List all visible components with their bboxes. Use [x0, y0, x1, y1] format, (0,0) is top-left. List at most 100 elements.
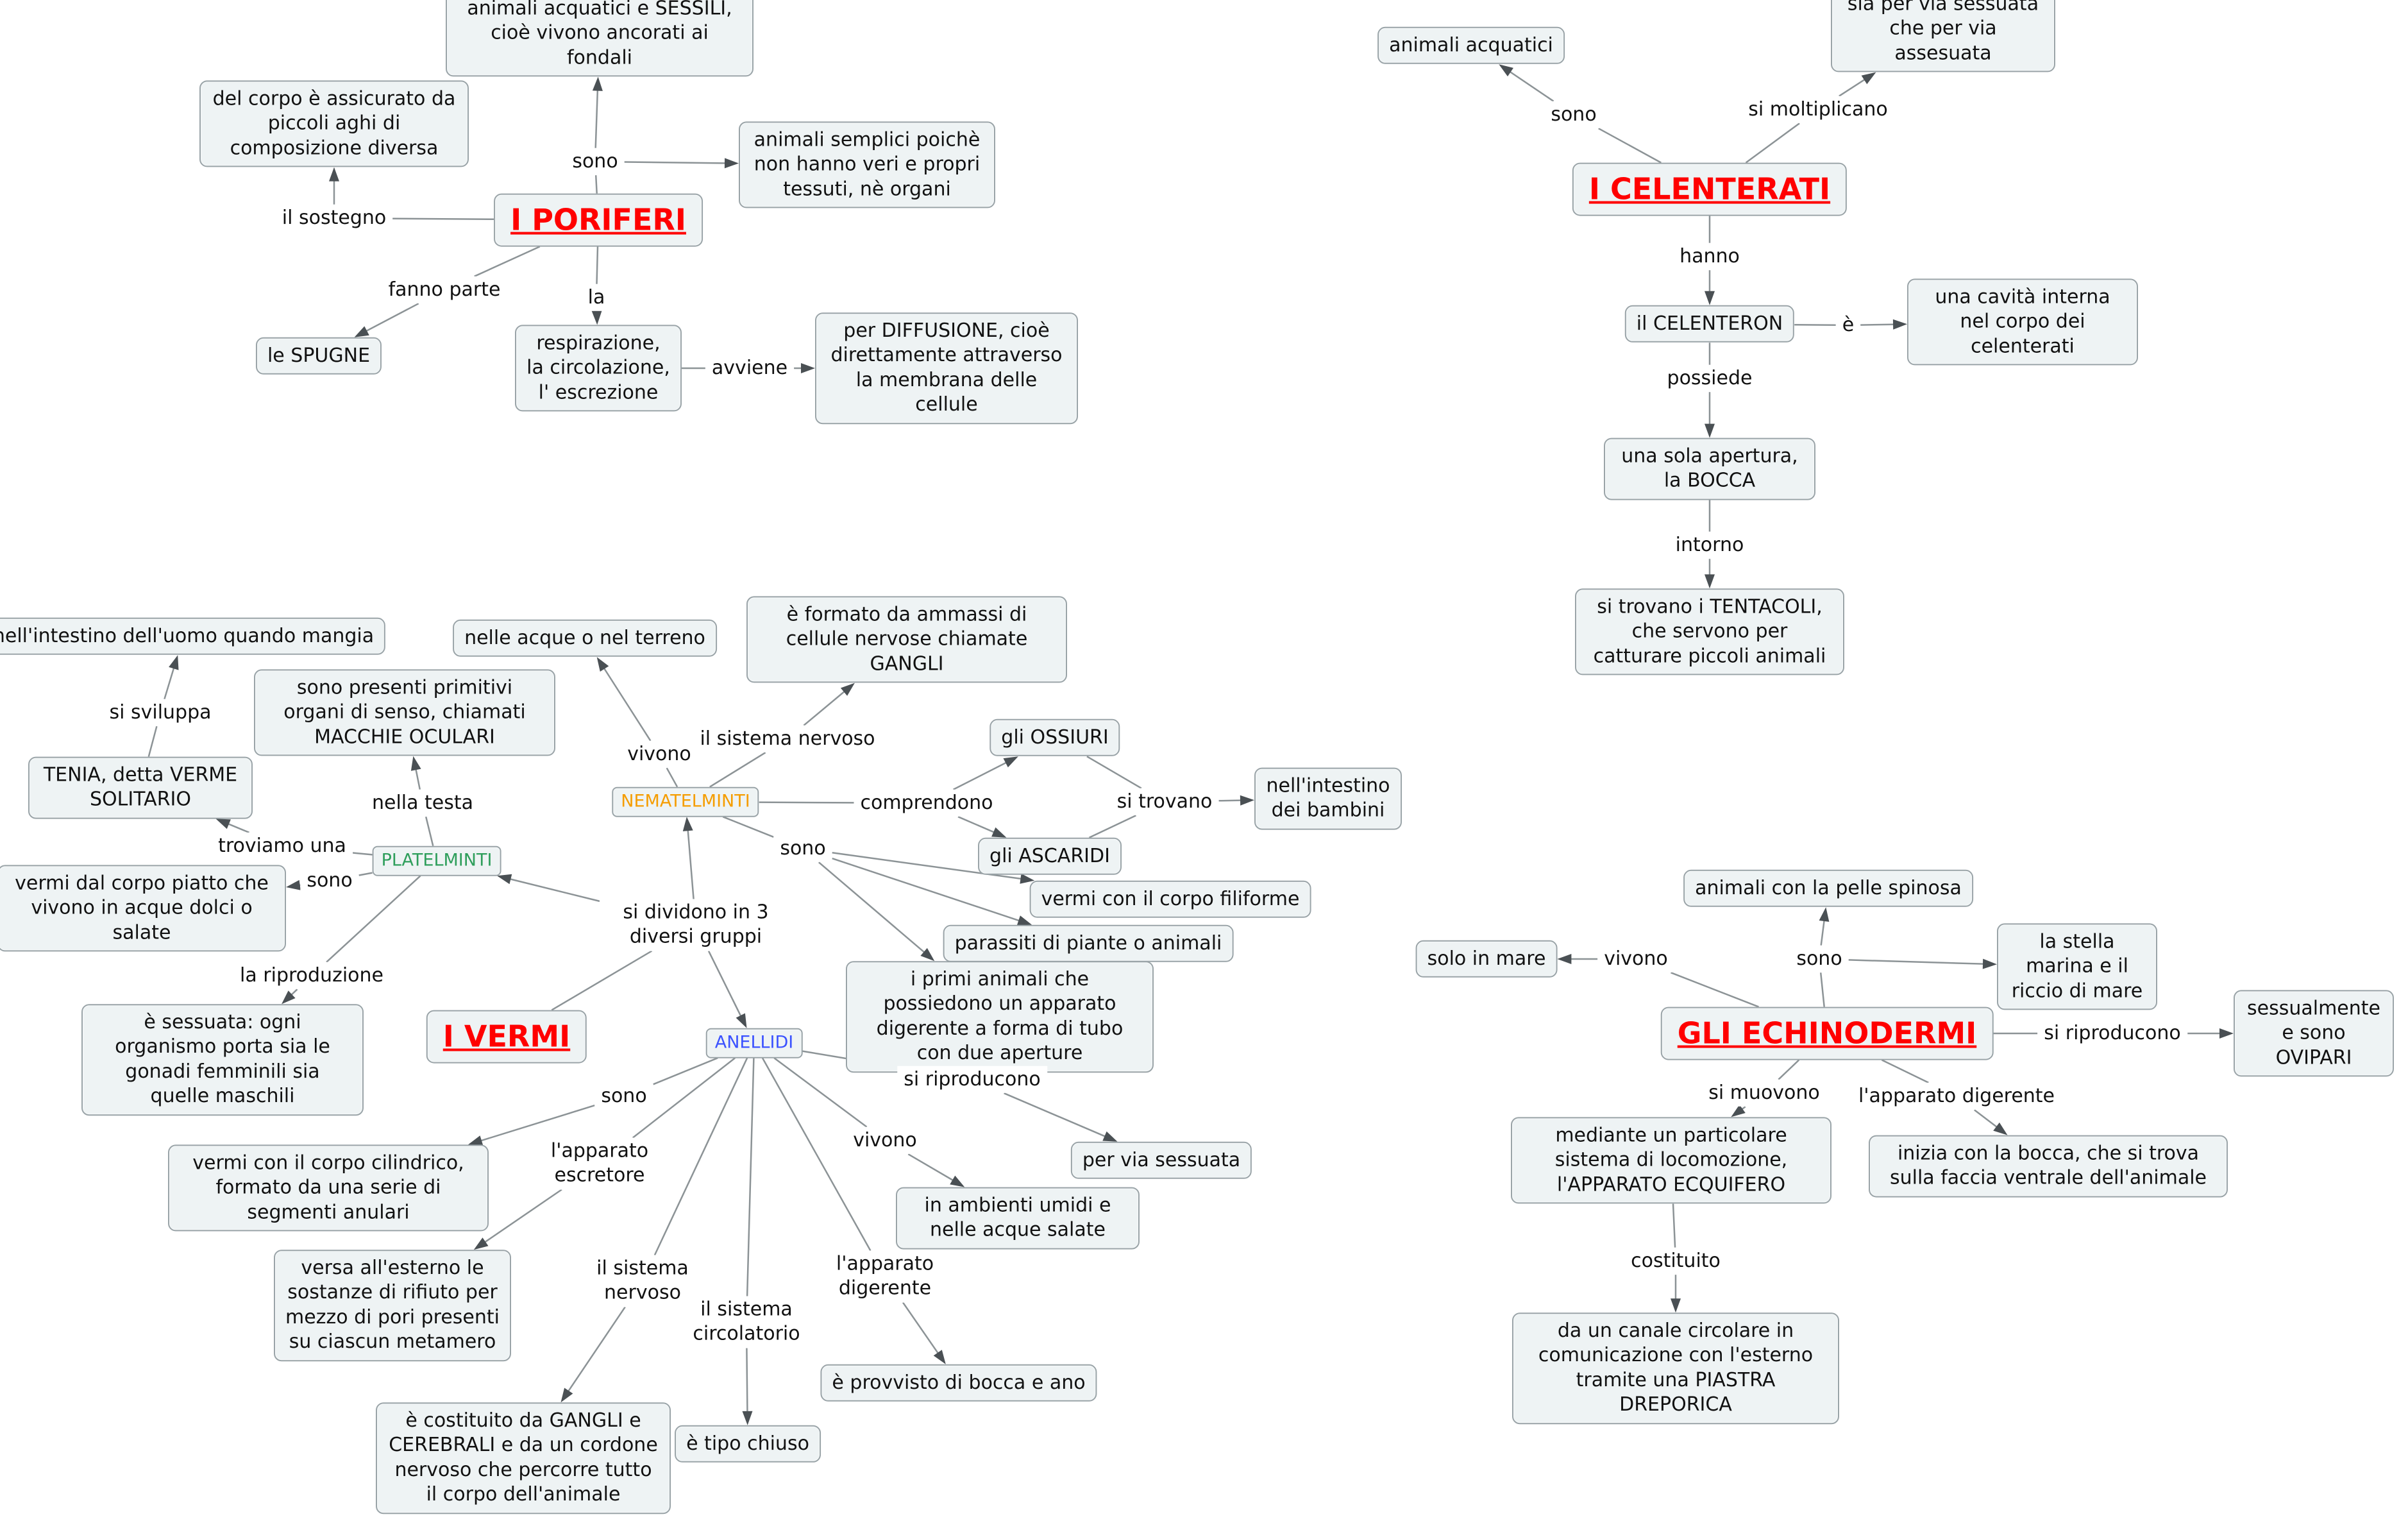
concept-bocca[interactable]: una sola apertura, la BOCCA: [1604, 437, 1815, 500]
concept-echinodermi[interactable]: GLI ECHINODERMI: [1660, 1006, 1994, 1060]
concept-vermi[interactable]: I VERMI: [426, 1010, 587, 1064]
edge-line: [1598, 128, 1662, 164]
arrowhead-icon: [920, 947, 935, 962]
edge-line: [480, 1189, 562, 1246]
concept-solomare[interactable]: solo in mare: [1415, 940, 1558, 978]
concept-acqueterreno[interactable]: nelle acque o nel terreno: [453, 619, 717, 658]
link-phrase-l_comprendono: comprendono: [854, 789, 1000, 817]
concept-pellespinosa[interactable]: animali con la pelle spinosa: [1683, 869, 1973, 908]
edge-line: [1848, 959, 1989, 965]
concept-canalecircolare[interactable]: da un canale circolare in comunicazione …: [1512, 1312, 1839, 1424]
arrowhead-icon: [724, 158, 739, 169]
link-phrase-l_appdig_anel: l'apparato digerente: [827, 1250, 943, 1303]
concept-primianimali[interactable]: i primi animali che possiedono un appara…: [846, 961, 1154, 1073]
arrowhead-icon: [354, 326, 369, 337]
arrowhead-icon: [497, 874, 512, 885]
concept-semplici[interactable]: animali semplici poichè non hanno veri e…: [739, 121, 995, 208]
edge-line: [957, 816, 999, 835]
concept-ovipari[interactable]: sessualmente e sono OVIPARI: [2234, 990, 2394, 1077]
edge-line: [832, 852, 1026, 881]
arrowhead-icon: [1557, 954, 1572, 964]
link-phrase-l_sono1: sono: [566, 148, 625, 176]
link-phrase-l_costituito: costituito: [1624, 1247, 1727, 1275]
link-phrase-l_dividono: si dividono in 3 diversi gruppi: [600, 899, 792, 951]
edge-line: [1086, 756, 1142, 789]
link-phrase-l_possiede: possiede: [1660, 364, 1759, 393]
concept-cavita[interactable]: una cavità interna nel corpo dei celente…: [1907, 278, 2138, 366]
concept-ascaridi[interactable]: gli ASCARIDI: [978, 837, 1122, 876]
concept-tenia[interactable]: TENIA, detta VERME SOLITARIO: [28, 756, 253, 819]
concept-diffusione[interactable]: per DIFFUSIONE, cioè direttamente attrav…: [815, 312, 1078, 424]
arrowhead-icon: [473, 1237, 489, 1250]
concept-sessuatagonadi[interactable]: è sessuata: ogni organismo porta sia le …: [81, 1004, 364, 1116]
edge-line: [653, 1057, 748, 1256]
concept-versa[interactable]: versa all'esterno le sostanze di rifiuto…: [274, 1250, 511, 1361]
concept-stellamarina[interactable]: la stella marina e il riccio di mare: [1997, 923, 2157, 1010]
concept-spugne[interactable]: le SPUGNE: [255, 337, 382, 375]
link-phrase-l_sono_ech: sono: [1790, 945, 1849, 973]
arrowhead-icon: [282, 990, 296, 1005]
arrowhead-icon: [1102, 1131, 1118, 1142]
link-phrase-l_sistnerv_nem: il sistema nervoso: [693, 725, 882, 753]
concept-ganglicerebrali[interactable]: è costituito da GANGLI e CEREBRALI e da …: [376, 1402, 671, 1514]
link-phrase-l_vivono_nem: vivono: [621, 740, 698, 768]
edge-line: [551, 950, 653, 1011]
arrowhead-icon: [1731, 1105, 1746, 1117]
concept-viasessuata2[interactable]: per via sessuata: [1070, 1141, 1252, 1180]
concept-anellidi[interactable]: ANELLIDI: [705, 1028, 803, 1058]
arrowhead-icon: [991, 827, 1007, 838]
link-phrase-l_vivono_anel: vivono: [846, 1126, 923, 1155]
arrowhead-icon: [169, 655, 179, 670]
concept-acquatici[interactable]: animali acquatici: [1377, 26, 1565, 65]
edge-line: [1671, 972, 1759, 1008]
concept-gangli[interactable]: è formato da ammassi di cellule nervose …: [746, 596, 1067, 683]
concept-tentacoli[interactable]: si trovano i TENTACOLI, che servono per …: [1575, 588, 1844, 675]
concept-viasessuata[interactable]: sia per via sessuata che per via assesua…: [1831, 0, 2055, 72]
concept-tipochiuso[interactable]: è tipo chiuso: [675, 1425, 821, 1463]
edge-line: [352, 852, 373, 856]
link-phrase-l_sistcirc: il sistema circolatorio: [679, 1296, 814, 1348]
concept-platelminti[interactable]: PLATELMINTI: [372, 845, 501, 876]
arrowhead-icon: [950, 1175, 965, 1187]
concept-iniziabocca[interactable]: inizia con la bocca, che si trova sulla …: [1869, 1135, 2228, 1198]
concept-corpopiatto[interactable]: vermi dal corpo piatto che vivono in acq…: [0, 865, 286, 952]
arrowhead-icon: [215, 819, 231, 829]
arrowhead-icon: [840, 683, 855, 696]
concept-bambini[interactable]: nell'intestino dei bambini: [1254, 767, 1402, 830]
concept-respirazione[interactable]: respirazione, la circolazione, l' escrez…: [515, 325, 682, 412]
concept-ecquifero[interactable]: mediante un particolare sistema di locom…: [1511, 1117, 1831, 1204]
arrowhead-icon: [467, 1135, 484, 1146]
edge-line: [1974, 1109, 2001, 1131]
concept-nematelminti[interactable]: NEMATELMINTI: [612, 786, 759, 817]
link-phrase-l_fannoparte: fanno parte: [382, 276, 507, 304]
concept-poriferi[interactable]: I PORIFERI: [494, 193, 703, 247]
arrowhead-icon: [286, 879, 301, 890]
concept-cilindrico[interactable]: vermi con il corpo cilindrico, formato d…: [168, 1144, 489, 1232]
link-phrase-l_sono_nem: sono: [773, 835, 832, 863]
concept-celenterati[interactable]: I CELENTERATI: [1572, 162, 1848, 216]
edge-line: [653, 1057, 718, 1085]
edge-line: [476, 1105, 595, 1143]
concept-ossiuri[interactable]: gli OSSIURI: [989, 718, 1120, 757]
link-phrase-l_appdig_ech: l'apparato digerente: [1851, 1082, 2062, 1110]
edge-line: [1506, 68, 1554, 102]
concept-boccaano[interactable]: è provvisto di bocca e ano: [820, 1364, 1097, 1402]
edge-line: [907, 1153, 957, 1184]
concept-intestinouomo[interactable]: nell'intestino dell'uomo quando mangia: [0, 617, 386, 656]
edge-line: [596, 246, 599, 284]
arrowhead-icon: [1016, 915, 1032, 926]
arrowhead-icon: [736, 1013, 747, 1028]
edge-line: [601, 664, 652, 742]
concept-filiforme[interactable]: vermi con il corpo filiforme: [1029, 880, 1311, 919]
arrowhead-icon: [1819, 907, 1830, 922]
concept-sessili[interactable]: animali acquatici e SESSILI, cioè vivono…: [446, 0, 754, 77]
concept-aghi[interactable]: del corpo è assicurato da piccoli aghi d…: [199, 80, 469, 167]
concept-parassiti[interactable]: parassiti di piante o animali: [943, 924, 1234, 963]
arrowhead-icon: [801, 363, 815, 373]
concept-ambientiumidi[interactable]: in ambienti umidi e nelle acque salate: [896, 1187, 1140, 1250]
link-phrase-l_sono2: sono: [1544, 101, 1603, 129]
concept-celenteron[interactable]: il CELENTERON: [1624, 305, 1795, 343]
edge-line: [594, 175, 598, 194]
concept-macchie[interactable]: sono presenti primitivi organi di senso,…: [254, 669, 555, 756]
edge-line: [1745, 123, 1800, 164]
